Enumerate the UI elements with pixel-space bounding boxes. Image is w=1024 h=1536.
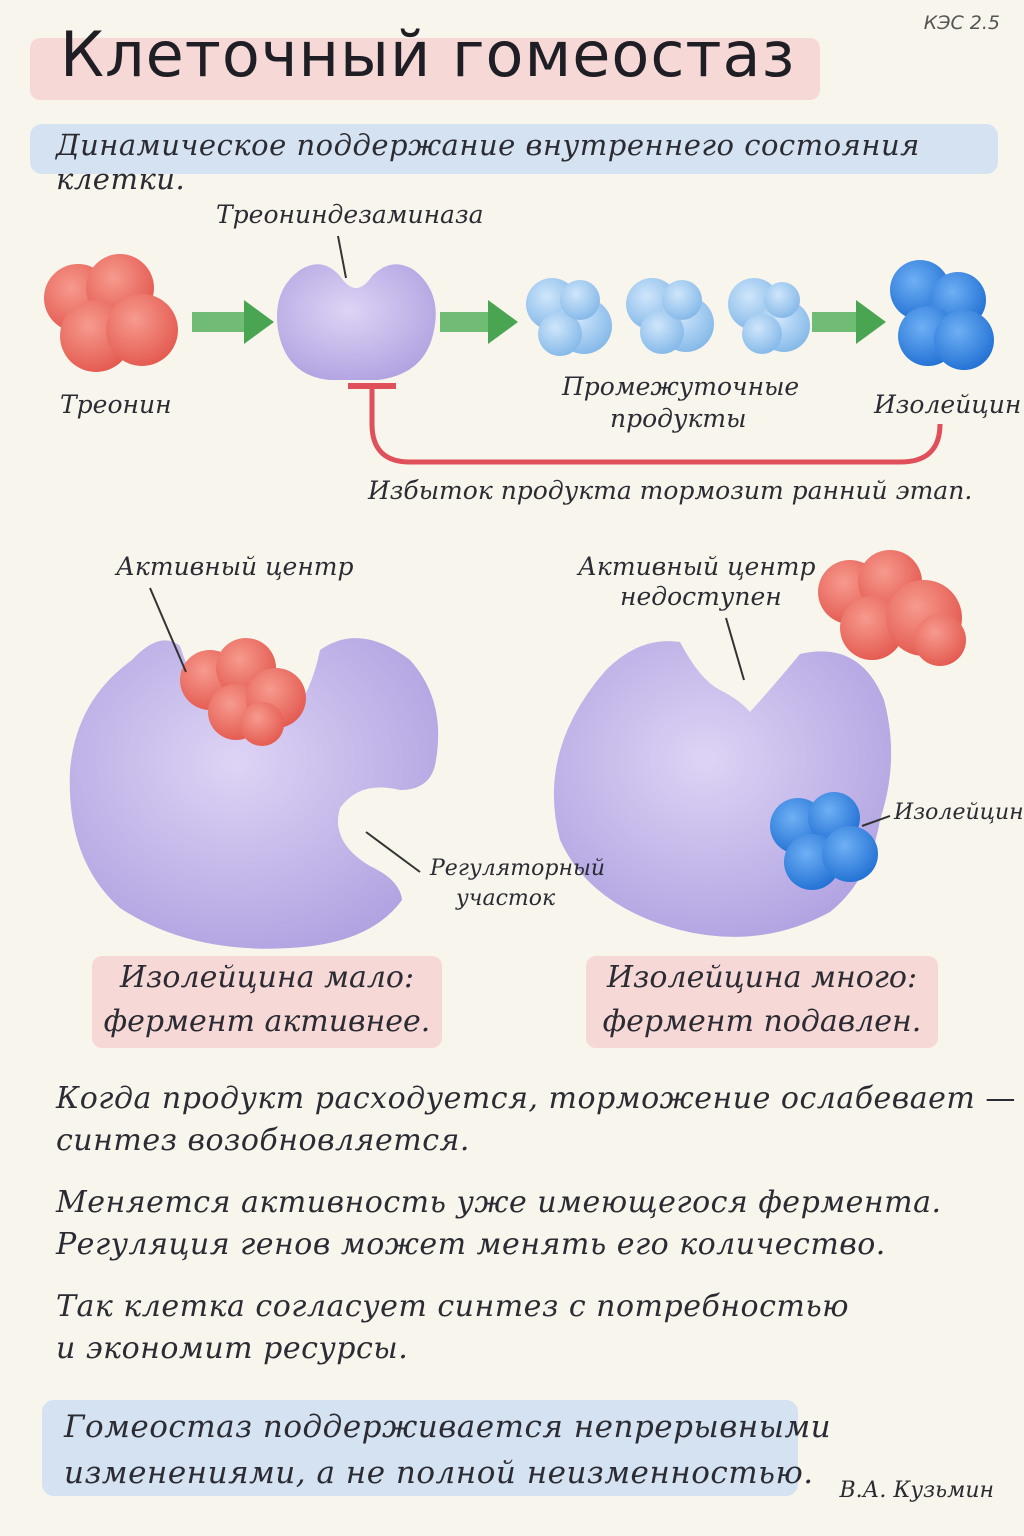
arrow-3 (812, 300, 886, 344)
intermediate-molecule-3 (728, 278, 810, 354)
left-caption: Изолейцина мало: фермент активнее. (92, 956, 442, 1044)
subtitle: Динамическое поддержание внутреннего сос… (56, 128, 920, 196)
regulatory-site-leader (365, 831, 421, 873)
title-highlight (30, 38, 820, 100)
isoleucine-bound-label: Изолейцин (894, 800, 1024, 825)
page-title: Клеточный гомеостаз (60, 18, 796, 91)
active-site-leader (149, 587, 187, 673)
enzyme-small (276, 264, 436, 380)
paragraph-2-line2: Регуляция генов может менять его количес… (56, 1227, 886, 1262)
conclusion-highlight (42, 1400, 798, 1496)
left-caption-highlight (92, 956, 442, 1048)
enzyme-inhibited (553, 641, 892, 937)
subtitle-highlight (30, 124, 998, 174)
blocked-site-label-2: недоступен (620, 582, 782, 611)
threonine-free (818, 550, 966, 666)
corner-code: КЭС 2.5 (923, 12, 1000, 34)
feedback-inhibition-line (369, 388, 943, 465)
blocked-site-label-1: Активный центр (578, 552, 816, 581)
feedback-note: Избыток продукта тормозит ранний этап. (368, 476, 973, 505)
arrow-2 (440, 300, 518, 344)
isoleucine-molecule (890, 260, 994, 370)
conclusion-line1: Гомеостаз поддерживается непрерывными (64, 1409, 832, 1445)
paragraph-1: Когда продукт расходуется, торможение ос… (56, 1078, 1016, 1162)
blocked-site-leader (725, 617, 745, 681)
enzyme-label: Треониндезаминаза (216, 200, 484, 229)
enzyme-active (69, 638, 439, 949)
intermediates-label-2: продукты (610, 404, 747, 433)
intermediates-label-1: Промежуточные (562, 372, 800, 401)
threonine-bound (180, 638, 306, 746)
conclusion: Гомеостаз поддерживается непрерывными из… (64, 1404, 831, 1496)
right-caption-line2: фермент подавлен. (602, 1004, 922, 1039)
enzyme-label-leader (337, 235, 347, 279)
isoleucine-label: Изолейцин (874, 390, 1022, 419)
isoleucine-leader (861, 815, 891, 827)
regulatory-label-2: участок (456, 886, 556, 911)
intermediate-molecule-2 (626, 278, 714, 354)
paragraph-1-line2: синтез возобновляется. (56, 1123, 470, 1158)
intermediate-molecule-1 (526, 278, 612, 356)
paragraph-3-line1: Так клетка согласует синтез с потребност… (56, 1289, 850, 1324)
left-caption-line2: фермент активнее. (103, 1004, 431, 1039)
paragraph-3-line2: и экономит ресурсы. (56, 1331, 409, 1366)
isoleucine-bound (770, 792, 878, 890)
left-caption-line1: Изолейцина мало: (119, 960, 415, 995)
conclusion-line2: изменениями, а не полной неизменностью. (64, 1455, 814, 1491)
threonine-molecule (44, 254, 178, 372)
author-signature: В.А. Кузьмин (839, 1478, 994, 1503)
paragraph-1-line1: Когда продукт расходуется, торможение ос… (56, 1081, 1016, 1116)
threonine-label: Треонин (60, 390, 172, 419)
paragraph-3: Так клетка согласует синтез с потребност… (56, 1286, 849, 1370)
paragraph-2: Меняется активность уже имеющегося ферме… (56, 1182, 942, 1266)
paragraph-2-line1: Меняется активность уже имеющегося ферме… (56, 1185, 942, 1220)
regulatory-label-1: Регуляторный (430, 856, 606, 881)
right-caption-line1: Изолейцина много: (606, 960, 918, 995)
arrow-1 (192, 300, 274, 344)
right-caption-highlight (586, 956, 938, 1048)
right-caption: Изолейцина много: фермент подавлен. (586, 956, 938, 1044)
active-site-label: Активный центр (116, 552, 354, 581)
